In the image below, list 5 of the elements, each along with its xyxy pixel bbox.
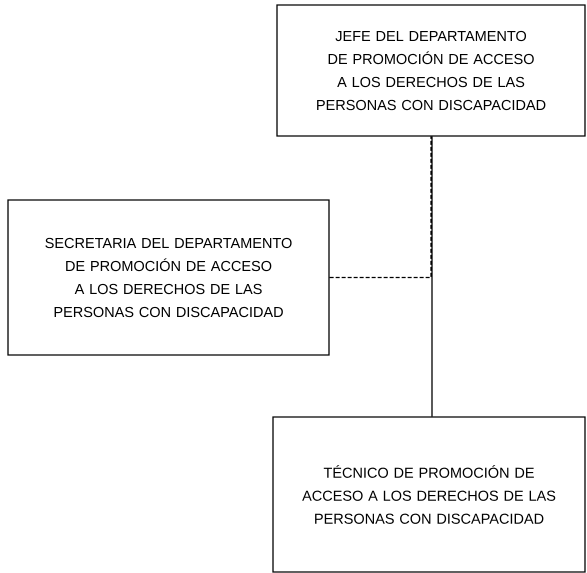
org-box: TÉCNICO DE PROMOCIÓN DE ACCESO A LOS DERECHOS DE LAS PERSONAS CON DISCAPACIDAD: [272, 416, 586, 573]
org-box: JEFE DEL DEPARTAMENTO DE PROMOCIÓN DE ACCESO A LOS DERECHOS DE LAS PERSONAS CON DISCAPACIDAD: [276, 4, 586, 137]
dashed-connector: [330, 136, 432, 278]
org-box: SECRETARIA DEL DEPARTAMENTO DE PROMOCIÓN DE ACCESO A LOS DERECHOS DE LAS PERSONAS CON DISCAPACIDAD: [7, 199, 330, 356]
connector-line: [431, 136, 433, 416]
